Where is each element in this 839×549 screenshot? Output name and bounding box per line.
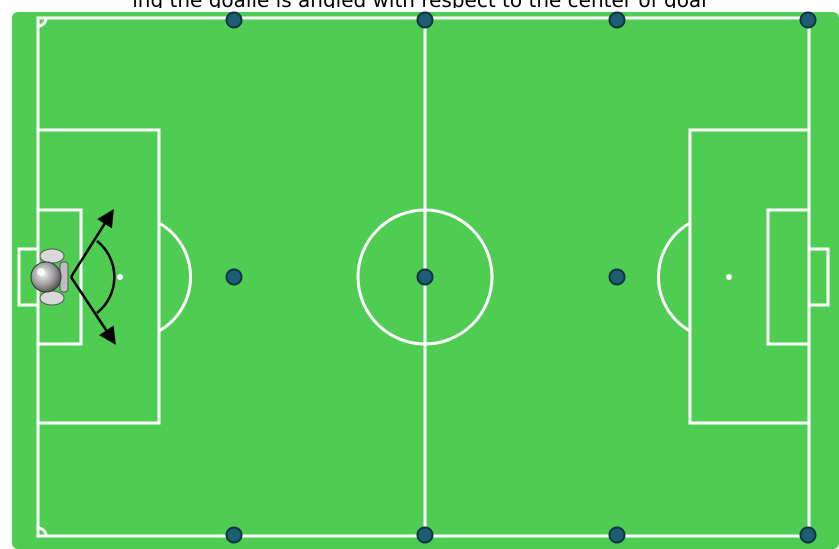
corner-arc-bottom-left (37, 526, 48, 537)
position-marker-icon (416, 11, 434, 29)
caption-text: ing the goalie is angled with respect to… (0, 0, 839, 8)
right-goal (807, 247, 830, 307)
position-marker-icon (608, 11, 626, 29)
corner-arc-top-left (37, 17, 48, 28)
arrow-icon (69, 209, 114, 278)
position-marker-icon (799, 526, 817, 544)
position-marker-icon (608, 268, 626, 286)
left-penalty-spot (117, 274, 123, 280)
position-marker-icon (416, 268, 434, 286)
position-markers (225, 11, 817, 544)
position-marker-icon (608, 526, 626, 544)
position-marker-icon (225, 11, 243, 29)
position-marker-icon (225, 526, 243, 544)
arrow-icon (69, 276, 116, 345)
left-penalty-arc (158, 221, 193, 333)
position-marker-icon (225, 268, 243, 286)
goalie-angle-indicator (69, 209, 116, 345)
angle-arc (96, 240, 116, 314)
position-marker-icon (416, 526, 434, 544)
right-penalty-arc (656, 221, 691, 333)
position-marker-icon (799, 11, 817, 29)
goalie-robot-icon (30, 248, 69, 306)
right-penalty-spot (726, 274, 732, 280)
center-circle (356, 208, 494, 346)
